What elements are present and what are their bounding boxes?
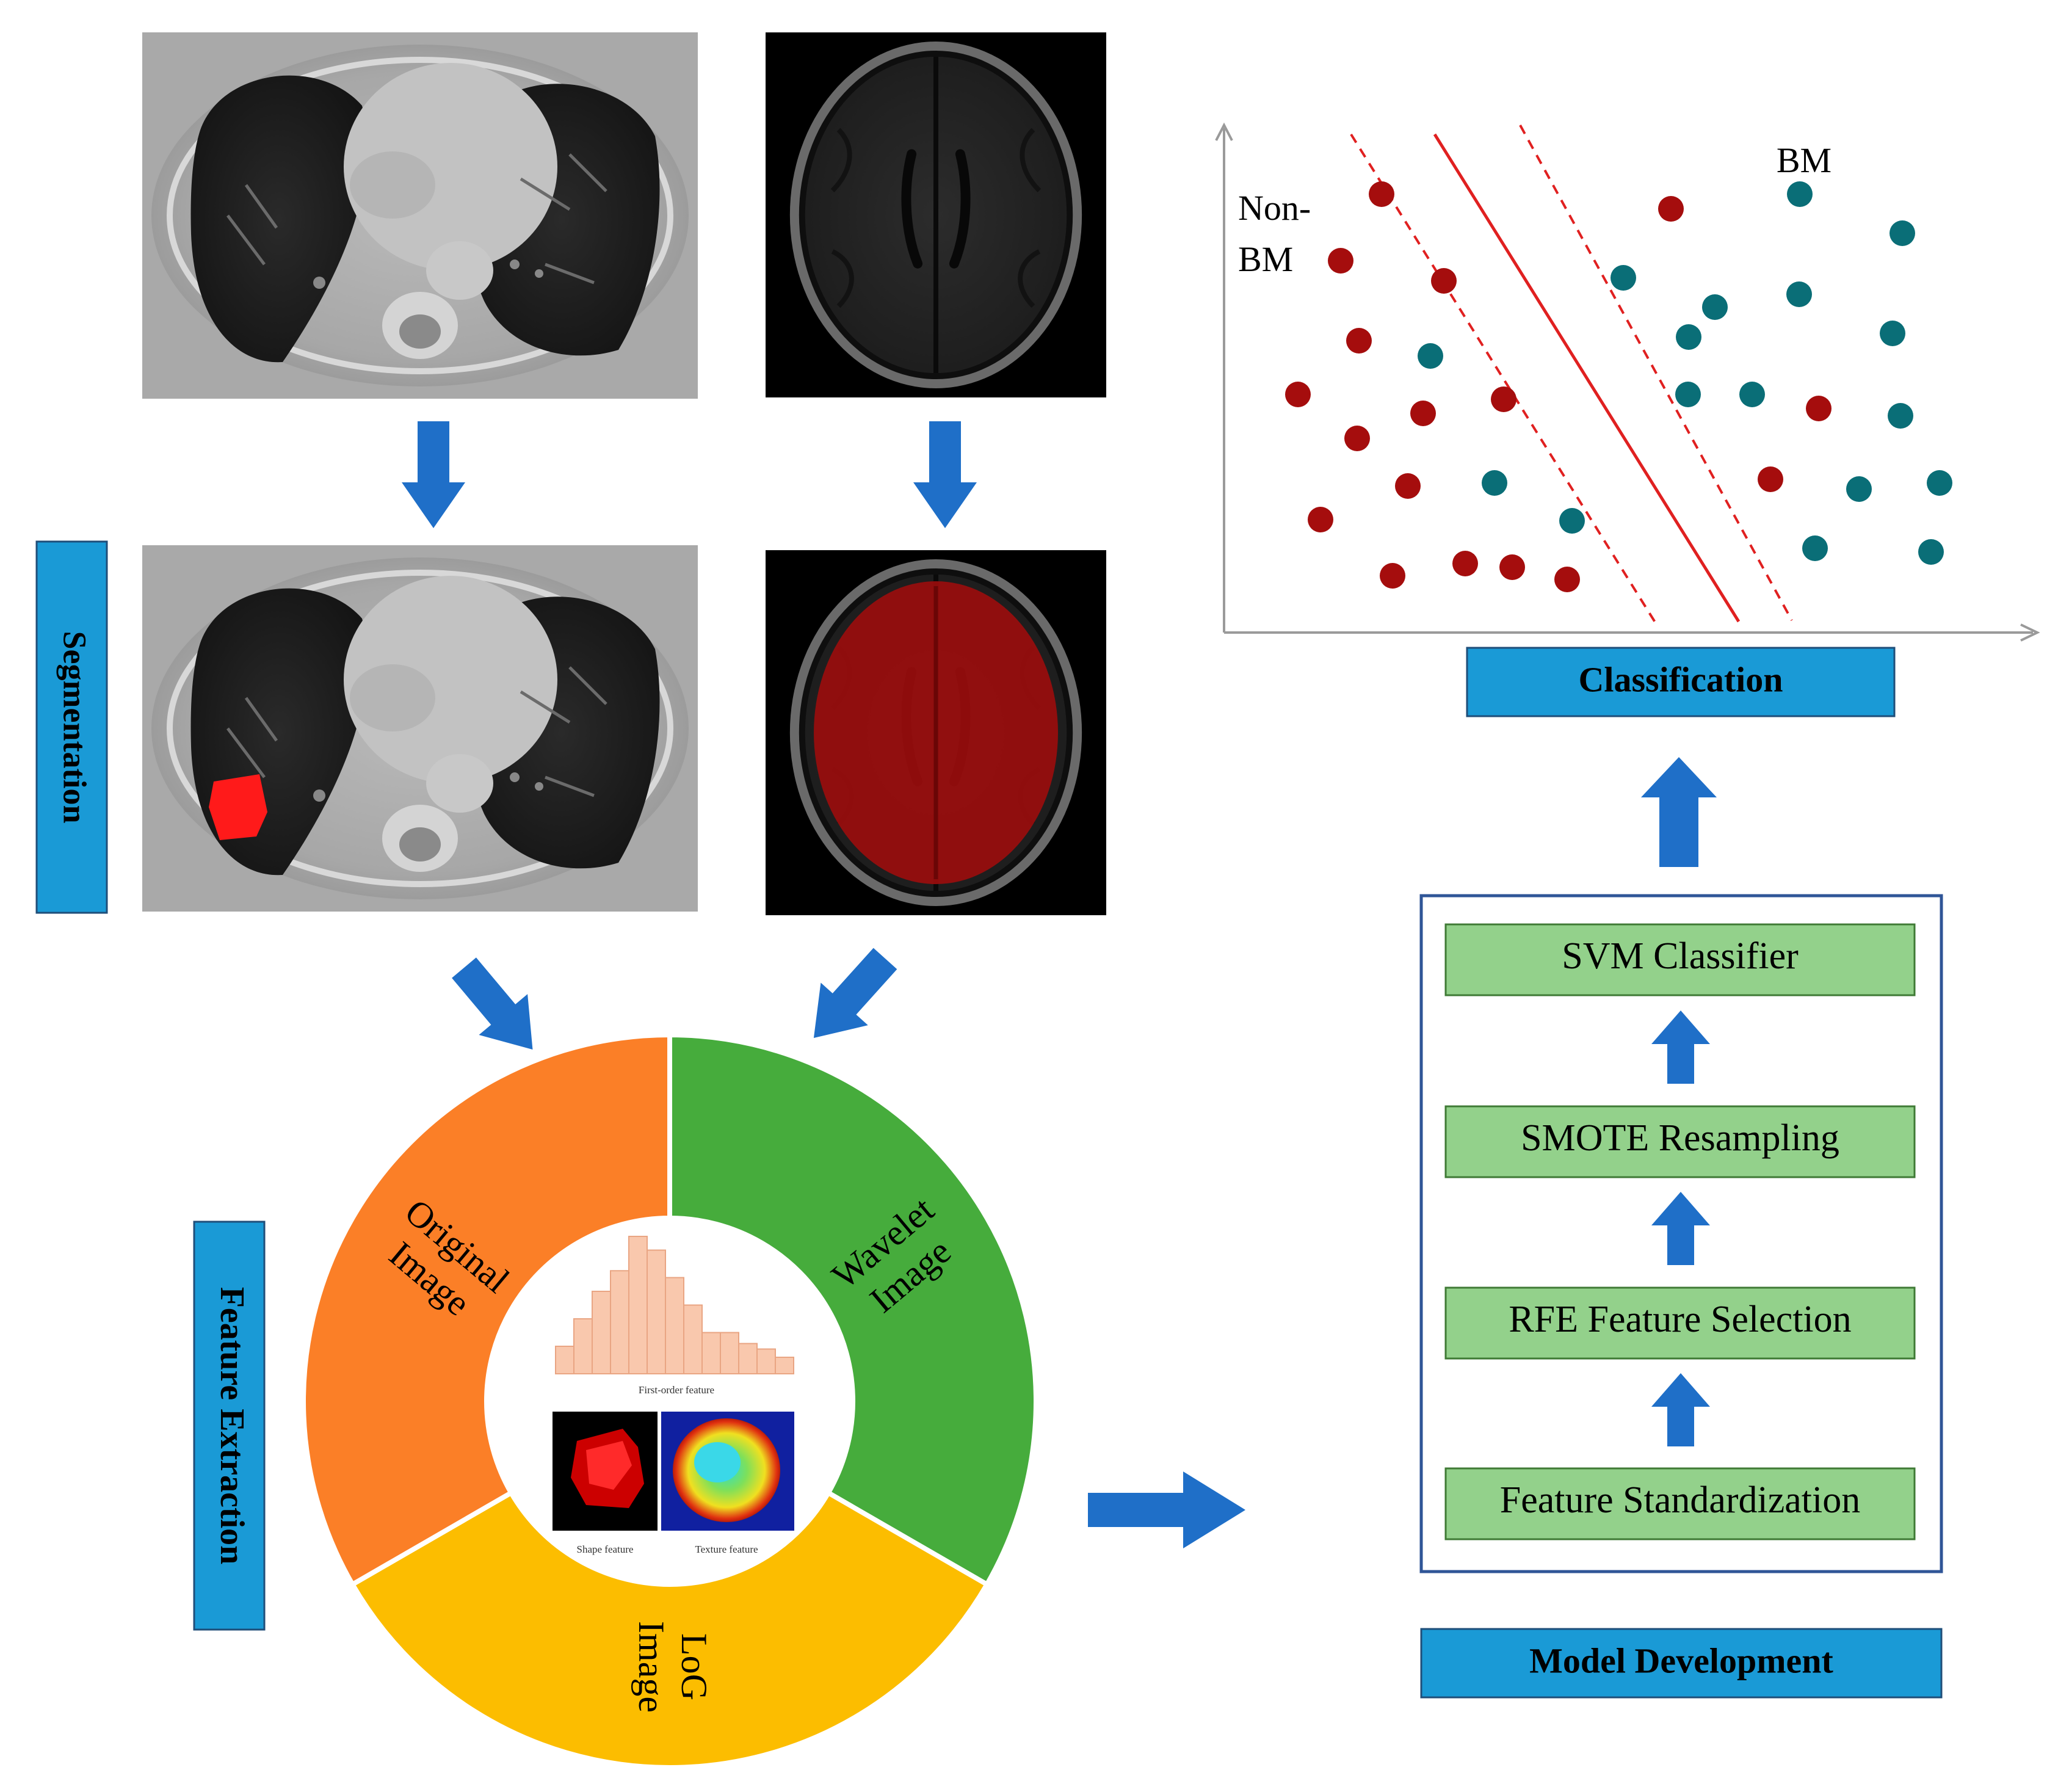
point-bm [1927,470,1952,496]
point-bm [1888,403,1913,429]
point-non-bm [1344,426,1370,451]
point-non-bm [1328,248,1353,274]
pipeline-step-box [1444,923,1916,996]
pipeline-up-arrow [1651,1192,1710,1265]
model-development-label-box: Model Development [1420,1628,1943,1699]
svg-text:LoG: LoG [674,1633,714,1700]
shape-feature-image [553,1412,658,1531]
mri-scan-segmented [766,550,1106,915]
histogram-bar [592,1291,611,1374]
model-pipeline-box [1419,894,1943,1573]
pipeline-up-arrow [1651,1010,1710,1084]
mri-scan-original [766,32,1106,397]
tumor-segmentation-mask [209,774,267,840]
point-non-bm [1410,401,1436,426]
point-non-bm [1308,507,1333,532]
point-non-bm [1758,466,1783,492]
segmentation-label-box: Segmentation [35,540,108,914]
point-bm [1482,470,1507,496]
histogram-bar [628,1236,648,1374]
arrow-down-mri [913,421,977,528]
point-bm [1611,265,1636,291]
svm-decision-boundary [1433,133,1741,623]
log-image-label: LoG Image [631,1621,714,1713]
histogram-bar [720,1332,739,1374]
point-non-bm [1491,386,1516,412]
point-non-bm [1452,551,1478,576]
point-bm [1846,476,1872,502]
pipeline-step-label: Feature Standardization [1500,1479,1861,1521]
classification-label: Classification [1578,659,1783,699]
point-bm [1880,321,1905,346]
point-non-bm [1395,473,1421,499]
shape-feature-caption: Shape feature [577,1544,634,1555]
point-bm [1702,294,1728,320]
ct-scan-original [142,32,698,399]
point-bm [1890,220,1915,246]
histogram-bar [573,1318,593,1374]
bm-label: BM [1777,140,1832,180]
point-non-bm [1285,382,1311,407]
classification-label-box: Classification [1466,647,1896,717]
pipeline-step-box [1444,1105,1916,1178]
point-bm [1802,535,1828,561]
histogram-bar [701,1332,721,1374]
pipeline-step-box [1444,1286,1916,1360]
non-bm-label-line2: BM [1238,239,1293,279]
point-bm [1675,382,1701,407]
point-non-bm [1499,554,1525,580]
model-development-label: Model Development [1529,1641,1833,1680]
point-non-bm [1380,563,1405,589]
svm-margin-left [1350,133,1659,628]
histogram-bar [665,1277,684,1374]
point-bm [1918,539,1944,565]
point-bm [1787,181,1813,207]
first-order-feature-caption: First-order feature [639,1384,714,1396]
point-bm [1418,343,1443,369]
point-non-bm [1806,396,1832,421]
svm-margin-right [1519,125,1793,621]
pipeline-step-label: SVM Classifier [1562,935,1799,977]
point-non-bm [1658,196,1684,222]
point-bm [1739,382,1765,407]
arrow-diagonal-left [440,947,557,1070]
pipeline-step-box [1444,1467,1916,1540]
histogram-bar [647,1249,666,1374]
arrow-diagonal-right [790,937,909,1059]
scatter-points [1285,181,1952,592]
point-bm [1559,508,1585,534]
pipeline-step-label: RFE Feature Selection [1509,1299,1851,1340]
point-bm [1676,324,1701,350]
arrow-up-to-classification [1641,757,1717,867]
feature-extraction-label-box: Feature Extraction [193,1221,266,1631]
histogram-bar [555,1346,574,1374]
histogram-bar [756,1348,776,1374]
non-bm-label-line1: Non- [1238,188,1311,228]
point-non-bm [1369,181,1394,207]
point-bm [1786,281,1812,307]
svm-scatter-plot: Non- BM BM [1215,122,2040,642]
point-non-bm [1554,567,1580,592]
arrow-right-to-model [1088,1471,1245,1548]
histogram-bar [610,1270,629,1374]
pipeline-up-arrow [1651,1373,1710,1446]
ct-scan-segmented [142,545,698,912]
texture-feature-caption: Texture feature [695,1544,758,1555]
texture-feature-image [661,1412,794,1531]
first-order-histogram [555,1236,794,1374]
feature-extraction-label: Feature Extraction [213,1287,251,1565]
histogram-bar [738,1343,758,1374]
donut-center: First-order feature Shape feature Textur… [487,1218,853,1584]
histogram-bar [683,1304,703,1374]
histogram-bar [775,1357,794,1374]
arrow-down-ct [402,421,465,528]
svg-text:Image: Image [631,1621,672,1713]
point-non-bm [1431,268,1457,294]
point-non-bm [1346,328,1372,354]
pipeline-step-label: SMOTE Resampling [1521,1117,1839,1159]
segmentation-label: Segmentation [57,631,93,824]
